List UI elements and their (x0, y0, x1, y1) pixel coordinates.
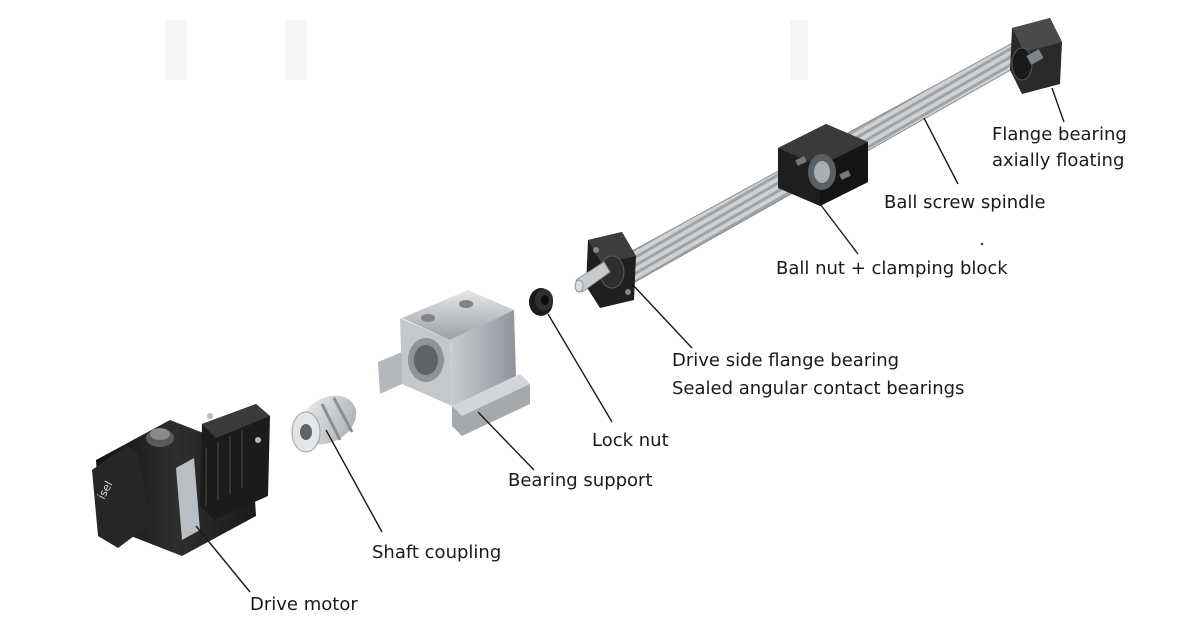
ball-nut-clamping-block (778, 124, 868, 206)
background-stripe (790, 20, 808, 80)
label-lock-nut: Lock nut (592, 430, 669, 451)
leader-line-flange-bearing (1051, 87, 1065, 123)
label-axially-floating: axially floating (992, 150, 1125, 171)
background-stripe (165, 20, 187, 80)
leader-line-drive-motor (195, 525, 251, 593)
bearing-support (378, 290, 530, 436)
shaft-coupling (291, 395, 357, 453)
leader-line-lock-nut (547, 313, 613, 423)
drive-side-flange-bearing (574, 232, 636, 308)
leader-lines (195, 87, 1065, 593)
leader-line-drive-side-flange-bearing (631, 283, 693, 349)
stray-dot (980, 242, 984, 246)
label-flange-bearing: Flange bearing (992, 124, 1127, 145)
label-shaft-coupling: Shaft coupling (372, 542, 502, 563)
label-ball-screw-spindle: Ball screw spindle (884, 192, 1046, 213)
label-drive-motor: Drive motor (250, 594, 358, 615)
leader-line-ball-nut (813, 195, 859, 255)
leader-line-bearing-support (477, 411, 535, 471)
label-bearing-support: Bearing support (508, 470, 653, 491)
label-ball-nut-clamping-block: Ball nut + clamping block (776, 258, 1008, 279)
drive-motor (92, 404, 270, 556)
label-sealed-angular-contact-bearings: Sealed angular contact bearings (672, 378, 965, 399)
lock-nut (529, 288, 553, 316)
label-drive-side-flange-bearing: Drive side flange bearing (672, 350, 900, 371)
leader-line-shaft-coupling (325, 429, 383, 533)
flange-bearing-floating (1010, 18, 1062, 94)
background-stripe (285, 20, 307, 80)
leader-line-ball-screw-spindle (923, 117, 959, 185)
